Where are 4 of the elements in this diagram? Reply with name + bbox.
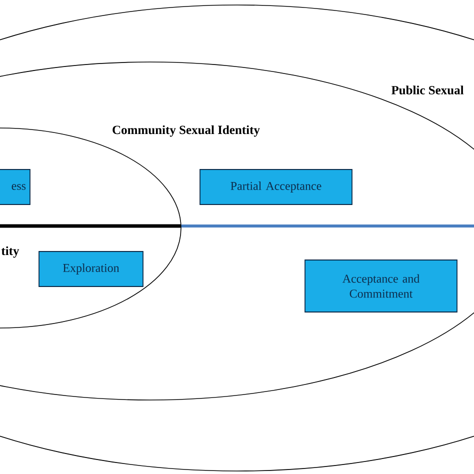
stage-box: ess [0,169,30,205]
stage-box: Partial Acceptance [200,169,352,205]
stage-box: Acceptance and Commitment [304,260,458,312]
stage-box: Exploration [38,251,144,287]
